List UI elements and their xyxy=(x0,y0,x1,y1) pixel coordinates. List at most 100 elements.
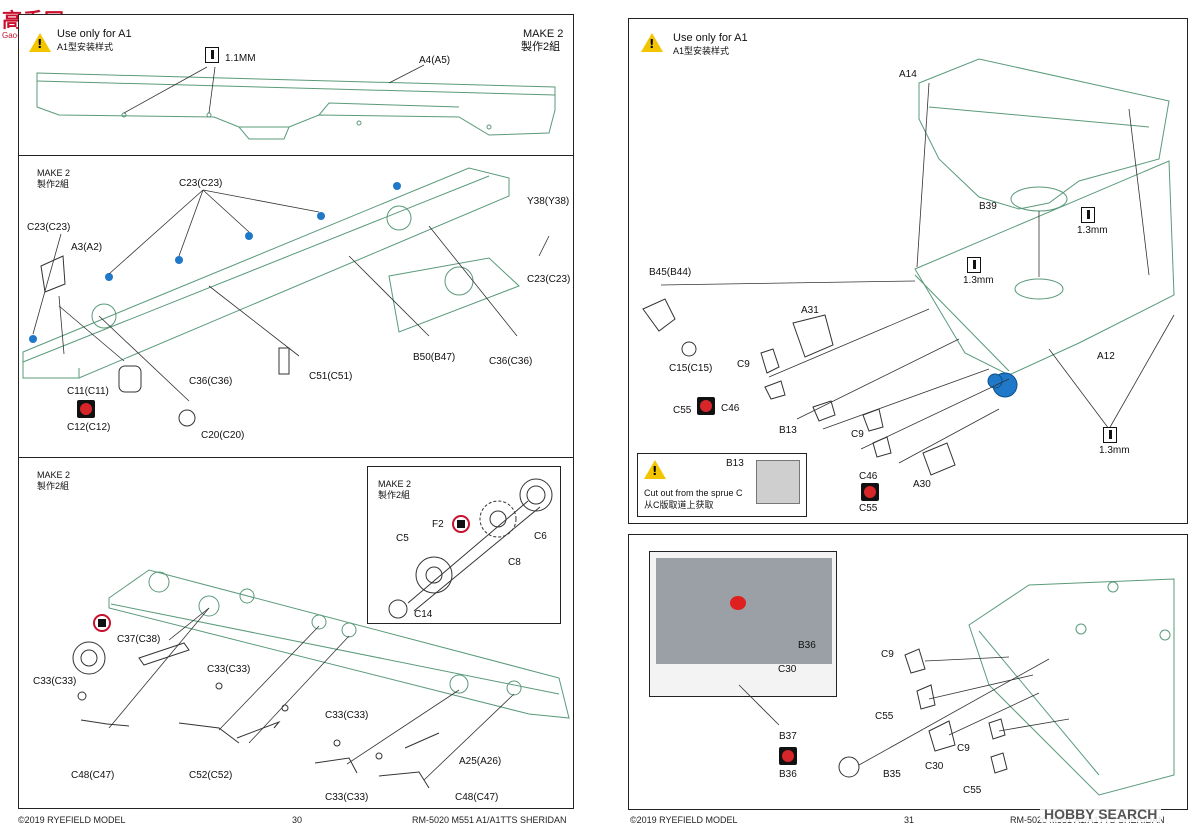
glue-icon xyxy=(77,400,95,418)
label-b35: B35 xyxy=(883,769,901,780)
label-a30: A30 xyxy=(913,479,931,490)
page-number: 31 xyxy=(904,815,915,825)
glue-arrow-icon xyxy=(697,397,715,415)
hull-photo xyxy=(656,558,832,664)
label-c9-top: C9 xyxy=(881,649,894,660)
make-label-en: MAKE 2 xyxy=(37,168,71,178)
warning-text-cn: A1型安装样式 xyxy=(673,46,730,56)
drill-icon xyxy=(1103,427,1117,443)
glue-icon xyxy=(861,483,879,501)
label-b36-bottom: B36 xyxy=(779,769,797,780)
label-c12: C12(C12) xyxy=(67,422,111,433)
label-c9-b: C9 xyxy=(851,429,864,440)
inset-label-c14: C14 xyxy=(414,609,433,620)
label-1-3mm-b: 1.3mm xyxy=(963,275,994,286)
footer-model: RM-5020 M551 A1/A1TTS SHERIDAN xyxy=(412,815,567,825)
inset-label-c5: C5 xyxy=(396,533,409,544)
label-c51: C51(C51) xyxy=(309,371,353,382)
right-panel-2: B36 C30 B37 B36 C9 C55 B3 xyxy=(628,534,1188,810)
hull-side-diagram xyxy=(22,167,550,427)
warning-text-en: Use only for A1 xyxy=(57,28,132,40)
hull-suspension-diagram xyxy=(72,569,570,789)
label-y38: Y38(Y38) xyxy=(527,196,570,207)
make-label-cn: 製作2組 xyxy=(521,41,561,53)
cut-note-box: ! B13 Cut out from the sprue C 从C版取道上获取 xyxy=(637,453,807,517)
label-c46-a: C46 xyxy=(721,403,740,414)
cut-note-cn: 从C版取道上获取 xyxy=(644,500,714,510)
label-c55-b: C55 xyxy=(859,503,878,514)
label-c36-left: C36(C36) xyxy=(189,376,233,387)
sprocket-diagram xyxy=(388,478,553,619)
label-a31: A31 xyxy=(801,305,819,316)
glue-icon xyxy=(779,747,797,765)
label-b45: B45(B44) xyxy=(649,267,692,278)
label-a14: A14 xyxy=(899,69,917,80)
warning-text-cn: A1型安装样式 xyxy=(57,42,114,52)
warning-icon: ! xyxy=(29,33,51,52)
left-panel-2: MAKE 2 製作2組 xyxy=(18,155,574,458)
label-b50: B50(B47) xyxy=(413,352,456,363)
make-label-en: MAKE 2 xyxy=(37,470,71,480)
label-b37: B37 xyxy=(779,731,797,742)
label-1-3mm-c: 1.3mm xyxy=(1099,445,1130,456)
inset-make-cn: 製作2組 xyxy=(378,490,411,500)
label-c33-right: C33(C33) xyxy=(325,710,369,721)
label-c33-far-left: C33(C33) xyxy=(33,676,77,687)
red-part-highlight xyxy=(730,596,746,610)
label-c36-right: C36(C36) xyxy=(489,356,533,367)
label-a3: A3(A2) xyxy=(71,242,103,253)
label-b39: B39 xyxy=(979,201,997,212)
inset-label-c6: C6 xyxy=(534,531,547,542)
label-c11: C11(C11) xyxy=(67,386,109,397)
label-c23-left: C23(C23) xyxy=(27,222,71,233)
warning-icon: ! xyxy=(644,460,666,479)
drill-icon xyxy=(1081,207,1095,223)
make-label-cn: 製作2組 xyxy=(37,179,70,189)
drill-icon xyxy=(205,47,219,63)
footer-copyright: ©2019 RYEFIELD MODEL xyxy=(630,815,738,825)
rear-plate-diagram xyxy=(738,578,1175,796)
rear-hull-diagram xyxy=(642,58,1175,476)
inset-label-f2: F2 xyxy=(432,519,444,530)
label-c55-top: C55 xyxy=(875,711,894,722)
label-c33-bottom: C33(C33) xyxy=(325,792,369,803)
label-c55-a: C55 xyxy=(673,405,692,416)
warning-icon: ! xyxy=(641,33,663,52)
photo-label-b36: B36 xyxy=(798,640,816,651)
label-c20: C20(C20) xyxy=(201,430,245,441)
label-1-3mm-a: 1.3mm xyxy=(1077,225,1108,236)
label-c48-right: C48(C47) xyxy=(455,792,499,803)
label-c9-a: C9 xyxy=(737,359,750,370)
drill-icon xyxy=(967,257,981,273)
right-panel-1: ! Use only for A1 A1型安装样式 xyxy=(628,18,1188,524)
label-a25: A25(A26) xyxy=(459,756,502,767)
label-c33-mid: C33(C33) xyxy=(207,664,251,675)
watermark: HOBBY SEARCH xyxy=(1040,806,1162,822)
sprocket-inset: MAKE 2 製作2組 F2 C6 C5 C8 C14 xyxy=(367,466,561,624)
left-panel-3: MAKE 2 製作2組 MAKE 2 製作2組 F2 C6 C5 C8 C14 xyxy=(18,457,574,809)
make-label-cn: 製作2組 xyxy=(37,481,70,491)
fender-diagram xyxy=(36,64,556,140)
drill-size-label: 1.1MM xyxy=(225,53,256,64)
b13-part-image xyxy=(756,460,800,504)
label-c46-b: C46 xyxy=(859,471,878,482)
inset-label-c8: C8 xyxy=(508,557,521,568)
label-c9-bottom: C9 xyxy=(957,743,970,754)
label-c23-right: C23(C23) xyxy=(527,274,571,285)
label-c30: C30 xyxy=(925,761,944,772)
warning-text-en: Use only for A1 xyxy=(673,32,748,44)
label-c15: C15(C15) xyxy=(669,363,713,374)
label-c48-left: C48(C47) xyxy=(71,770,115,781)
label-c55-bottom: C55 xyxy=(963,785,982,796)
label-c37: C37(C38) xyxy=(117,634,161,645)
no-glue-icon xyxy=(93,614,111,632)
inset-make-en: MAKE 2 xyxy=(378,479,412,489)
no-glue-icon xyxy=(452,515,470,533)
photo-label-c30: C30 xyxy=(778,664,797,675)
photo-inset: B36 C30 xyxy=(649,551,837,697)
cut-part-label: B13 xyxy=(726,458,744,469)
make-label-en: MAKE 2 xyxy=(523,28,564,40)
label-a12: A12 xyxy=(1097,351,1115,362)
left-panel-1: ! Use only for A1 A1型安装样式 MAKE 2 製作2組 1.… xyxy=(18,14,574,156)
page-number: 30 xyxy=(292,815,303,825)
